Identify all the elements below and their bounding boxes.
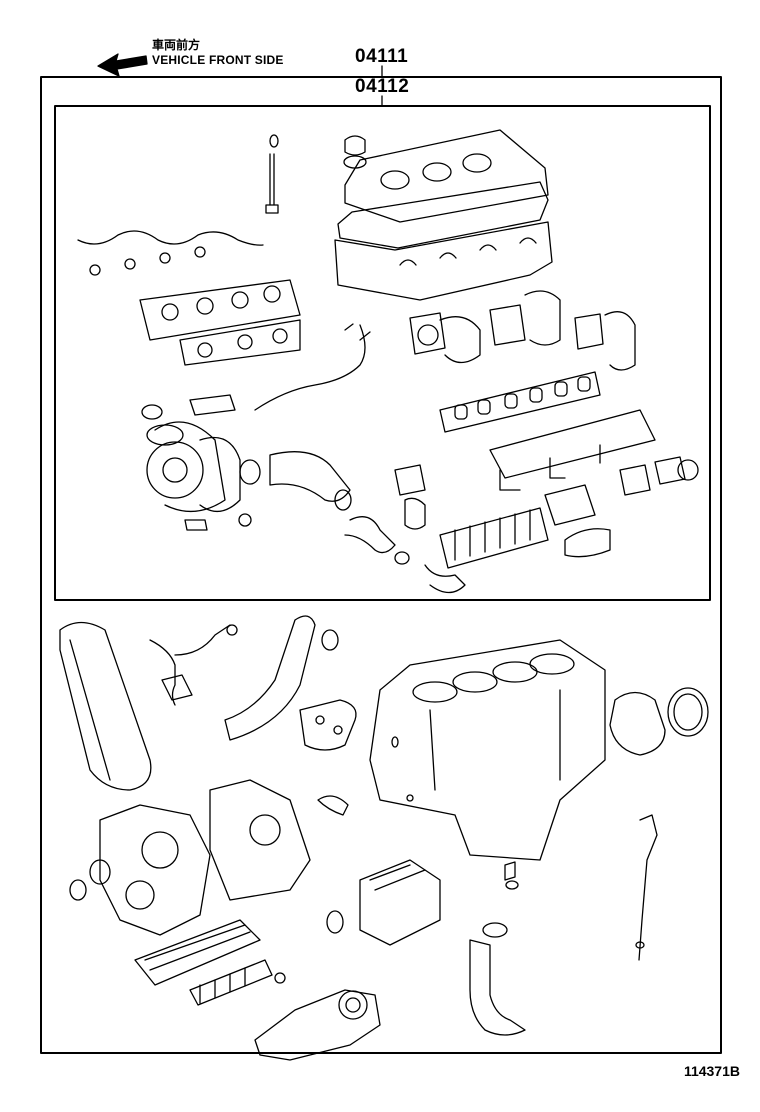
head-bolt[interactable] [265,134,279,214]
rear-oil-seal-retainer[interactable] [609,687,709,756]
water-pump-gasket[interactable] [299,699,357,751]
thermostat-housing[interactable] [394,464,426,530]
part-number-04112[interactable]: 04112 [355,76,410,97]
oil-filler-cap[interactable] [343,135,367,169]
intake-manifold[interactable] [489,409,656,491]
illustration-id: 114371B [683,1063,740,1079]
part-number-04111[interactable]: 04111 [355,46,409,67]
egr-cooler[interactable] [424,507,549,594]
oil-pump[interactable] [254,989,381,1061]
oil-pipe[interactable] [254,323,371,411]
drain-plug[interactable] [504,861,519,890]
injection-pump[interactable] [326,859,441,946]
oil-cooler[interactable] [189,959,286,1006]
oil-dipstick[interactable] [635,814,658,961]
oil-strainer[interactable] [469,922,526,1036]
oil-pressure-switch-harness[interactable] [149,624,238,706]
direction-label-en: VEHICLE FRONT SIDE [152,53,284,67]
cylinder-block[interactable] [369,639,606,861]
exhaust-manifold-gasket[interactable] [139,279,301,366]
direction-label-jp: 車両前方 [152,38,201,52]
intake-pipe[interactable] [269,451,410,565]
front-oil-seals[interactable] [69,859,111,901]
egr-valve[interactable] [409,290,636,371]
turbocharger[interactable] [146,421,241,513]
timing-cover[interactable] [99,779,311,936]
kit-outer-frame [40,76,722,1054]
glow-plug-harness[interactable] [77,230,264,276]
left-arrow-icon [97,53,148,77]
kit-inner-frame [54,105,711,601]
crankcase-gasket[interactable] [317,795,349,816]
intake-manifold-gasket[interactable] [439,371,601,433]
oil-pan-gasket[interactable] [134,919,261,986]
egr-pipe-bracket[interactable] [544,456,699,558]
turbo-gaskets[interactable] [141,394,261,531]
cylinder-head[interactable] [334,129,553,301]
water-pipe[interactable] [224,615,339,741]
timing-belt-cover-upper[interactable] [59,621,152,791]
